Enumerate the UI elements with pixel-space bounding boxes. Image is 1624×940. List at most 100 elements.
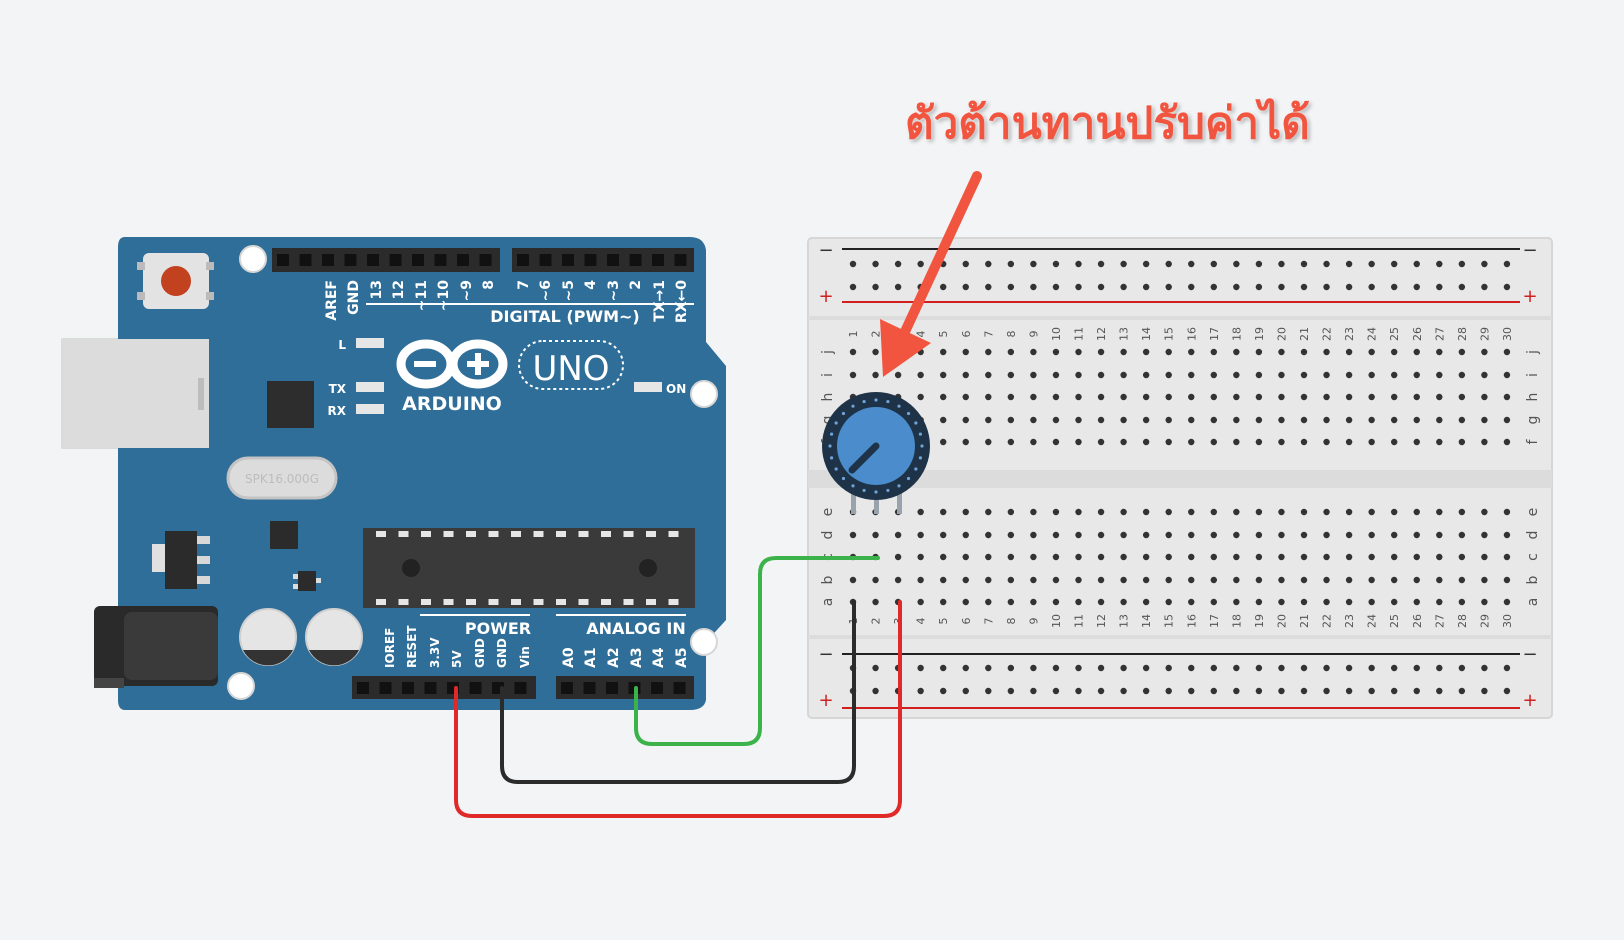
atmega-microcontroller bbox=[363, 528, 695, 608]
breadboard-hole bbox=[1368, 553, 1375, 561]
rail-hole bbox=[1075, 664, 1082, 672]
potentiometer-tick bbox=[828, 444, 832, 448]
breadboard-hole bbox=[1097, 576, 1105, 584]
rail-hole bbox=[1323, 687, 1330, 695]
column-number: 26 bbox=[1411, 614, 1424, 628]
breadboard-hole bbox=[1165, 598, 1172, 606]
breadboard-hole bbox=[1255, 576, 1263, 584]
row-letter: b bbox=[1525, 575, 1541, 584]
breadboard-hole bbox=[962, 508, 969, 516]
breadboard-hole bbox=[917, 598, 924, 606]
potentiometer-tick bbox=[862, 399, 866, 404]
column-number: 8 bbox=[1005, 331, 1018, 338]
breadboard-hole bbox=[1075, 531, 1082, 539]
breadboard-hole bbox=[1007, 576, 1015, 584]
header-hole bbox=[673, 682, 686, 694]
breadboard-hole bbox=[1391, 371, 1398, 379]
column-number: 11 bbox=[1073, 327, 1086, 341]
potentiometer-tick bbox=[918, 456, 923, 460]
breadboard-hole bbox=[1368, 508, 1375, 516]
header-hole bbox=[357, 682, 369, 694]
rail-hole bbox=[1075, 283, 1082, 291]
breadboard-hole bbox=[1481, 371, 1488, 379]
breadboard-hole bbox=[1458, 531, 1466, 539]
breadboard-hole bbox=[1007, 598, 1015, 606]
capacitor bbox=[305, 608, 363, 666]
digital-pin-label: 4 bbox=[583, 280, 599, 290]
rail-hole bbox=[1030, 283, 1037, 291]
breadboard-hole bbox=[1210, 576, 1218, 584]
breadboard-hole bbox=[917, 508, 924, 516]
breadboard-hole bbox=[985, 598, 992, 606]
led-l bbox=[356, 338, 384, 348]
digital-pin-label: 7 bbox=[516, 280, 532, 290]
rail-hole bbox=[1255, 687, 1263, 695]
breadboard-hole bbox=[1481, 576, 1488, 584]
rail-hole bbox=[1481, 283, 1488, 291]
chip-pin bbox=[466, 599, 476, 605]
breadboard-hole bbox=[1481, 598, 1488, 606]
breadboard-hole bbox=[1368, 576, 1375, 584]
breadboard-hole bbox=[1413, 438, 1420, 446]
breadboard-hole bbox=[1030, 531, 1037, 539]
breadboard-hole bbox=[1300, 598, 1308, 606]
small-chip bbox=[270, 521, 298, 549]
breadboard-hole bbox=[1097, 416, 1105, 424]
breadboard-hole bbox=[1188, 438, 1195, 446]
breadboard-hole bbox=[962, 348, 969, 356]
breadboard-hole bbox=[1097, 393, 1105, 401]
column-number: 24 bbox=[1366, 614, 1379, 628]
rail-hole bbox=[1458, 664, 1466, 672]
column-number: 2 bbox=[870, 618, 883, 625]
rail-hole bbox=[1142, 260, 1150, 268]
breadboard-hole bbox=[1413, 531, 1420, 539]
arduino-logo-text: ARDUINO bbox=[402, 393, 502, 415]
breadboard-hole bbox=[1255, 416, 1263, 424]
breadboard-hole bbox=[872, 348, 879, 356]
breadboard-hole bbox=[962, 438, 969, 446]
rail-hole bbox=[1142, 283, 1150, 291]
breadboard-hole bbox=[1188, 553, 1195, 561]
breadboard-hole bbox=[1391, 348, 1398, 356]
header-hole bbox=[379, 682, 392, 694]
breadboard-hole bbox=[1323, 371, 1330, 379]
rail-hole bbox=[1165, 664, 1172, 672]
column-number: 5 bbox=[937, 331, 950, 338]
breadboard-hole bbox=[1481, 348, 1488, 356]
plus-rail-sign: + bbox=[1522, 690, 1537, 711]
rail-hole bbox=[1436, 664, 1443, 672]
breadboard-hole bbox=[1458, 393, 1466, 401]
chip-pin bbox=[556, 531, 566, 537]
column-number: 30 bbox=[1501, 327, 1514, 341]
breadboard-hole bbox=[1030, 371, 1037, 379]
potentiometer-tick bbox=[897, 484, 901, 488]
column-number: 26 bbox=[1411, 327, 1424, 341]
rail-separator-top bbox=[808, 316, 1552, 320]
breadboard-hole bbox=[1052, 598, 1060, 606]
breadboard-hole bbox=[1503, 438, 1511, 446]
rail-hole bbox=[1233, 283, 1240, 291]
breadboard-hole bbox=[1030, 598, 1037, 606]
breadboard-hole bbox=[962, 553, 969, 561]
column-number: 18 bbox=[1230, 614, 1243, 628]
breadboard-hole bbox=[894, 531, 902, 539]
breadboard-hole bbox=[1413, 416, 1420, 424]
breadboard-hole bbox=[1458, 576, 1466, 584]
potentiometer-tick bbox=[851, 484, 855, 488]
breadboard-hole bbox=[1391, 438, 1398, 446]
breadboard-hole bbox=[1007, 438, 1015, 446]
breadboard-hole bbox=[985, 553, 992, 561]
breadboard-hole bbox=[1007, 416, 1015, 424]
row-letter: f bbox=[1525, 438, 1541, 444]
rail-hole bbox=[1345, 664, 1353, 672]
breadboard-hole bbox=[1142, 508, 1150, 516]
breadboard-hole bbox=[1458, 371, 1466, 379]
rail-hole bbox=[1188, 687, 1195, 695]
breadboard-hole bbox=[985, 416, 992, 424]
row-letter: d bbox=[820, 531, 836, 540]
rail-hole bbox=[1345, 260, 1353, 268]
breadboard-hole bbox=[1097, 531, 1105, 539]
